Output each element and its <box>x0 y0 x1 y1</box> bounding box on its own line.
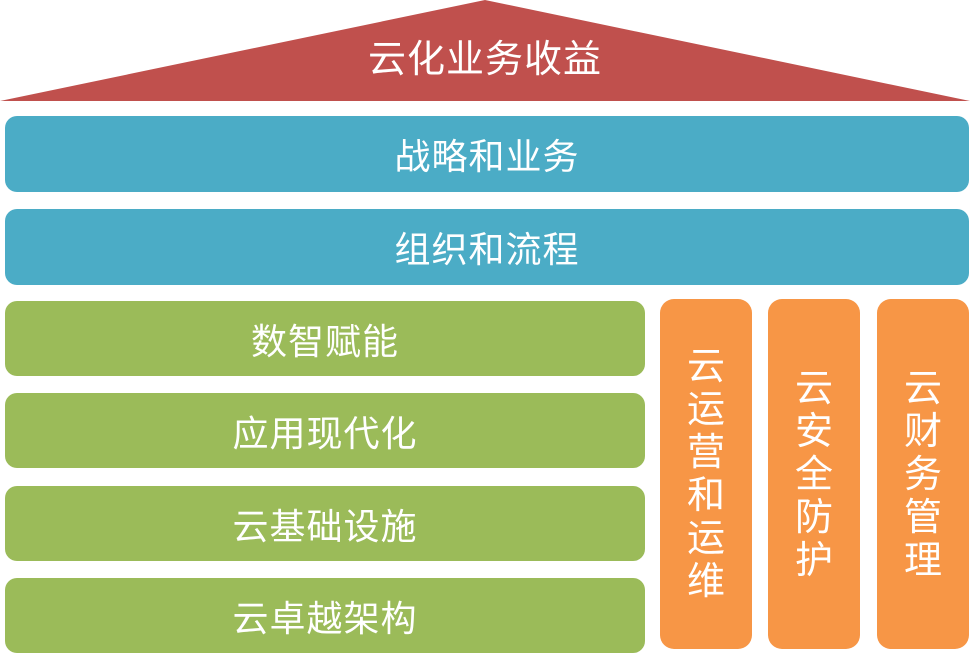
layer-organization-process: 组织和流程 <box>5 209 969 285</box>
pillar-cloud-security: 云安全防护 <box>768 299 860 649</box>
roof-triangle <box>0 0 970 101</box>
capability-app-modernization: 应用现代化 <box>5 393 645 468</box>
pillar-cloud-operations: 云运营和运维 <box>660 299 752 649</box>
roof-shape <box>0 0 970 101</box>
pillar-cloud-security-label: 云安全防护 <box>794 365 833 582</box>
pillar-cloud-finance: 云财务管理 <box>877 299 969 649</box>
roof-title: 云化业务收益 <box>367 37 602 81</box>
pillar-cloud-operations-label: 云运营和运维 <box>686 344 725 603</box>
pillar-cloud-finance-label: 云财务管理 <box>903 365 942 582</box>
capability-cloud-infrastructure: 云基础设施 <box>5 486 645 561</box>
capability-cloud-architecture: 云卓越架构 <box>5 578 645 653</box>
layer-strategy-business: 战略和业务 <box>5 116 969 192</box>
capability-data-intelligence: 数智赋能 <box>5 301 645 376</box>
